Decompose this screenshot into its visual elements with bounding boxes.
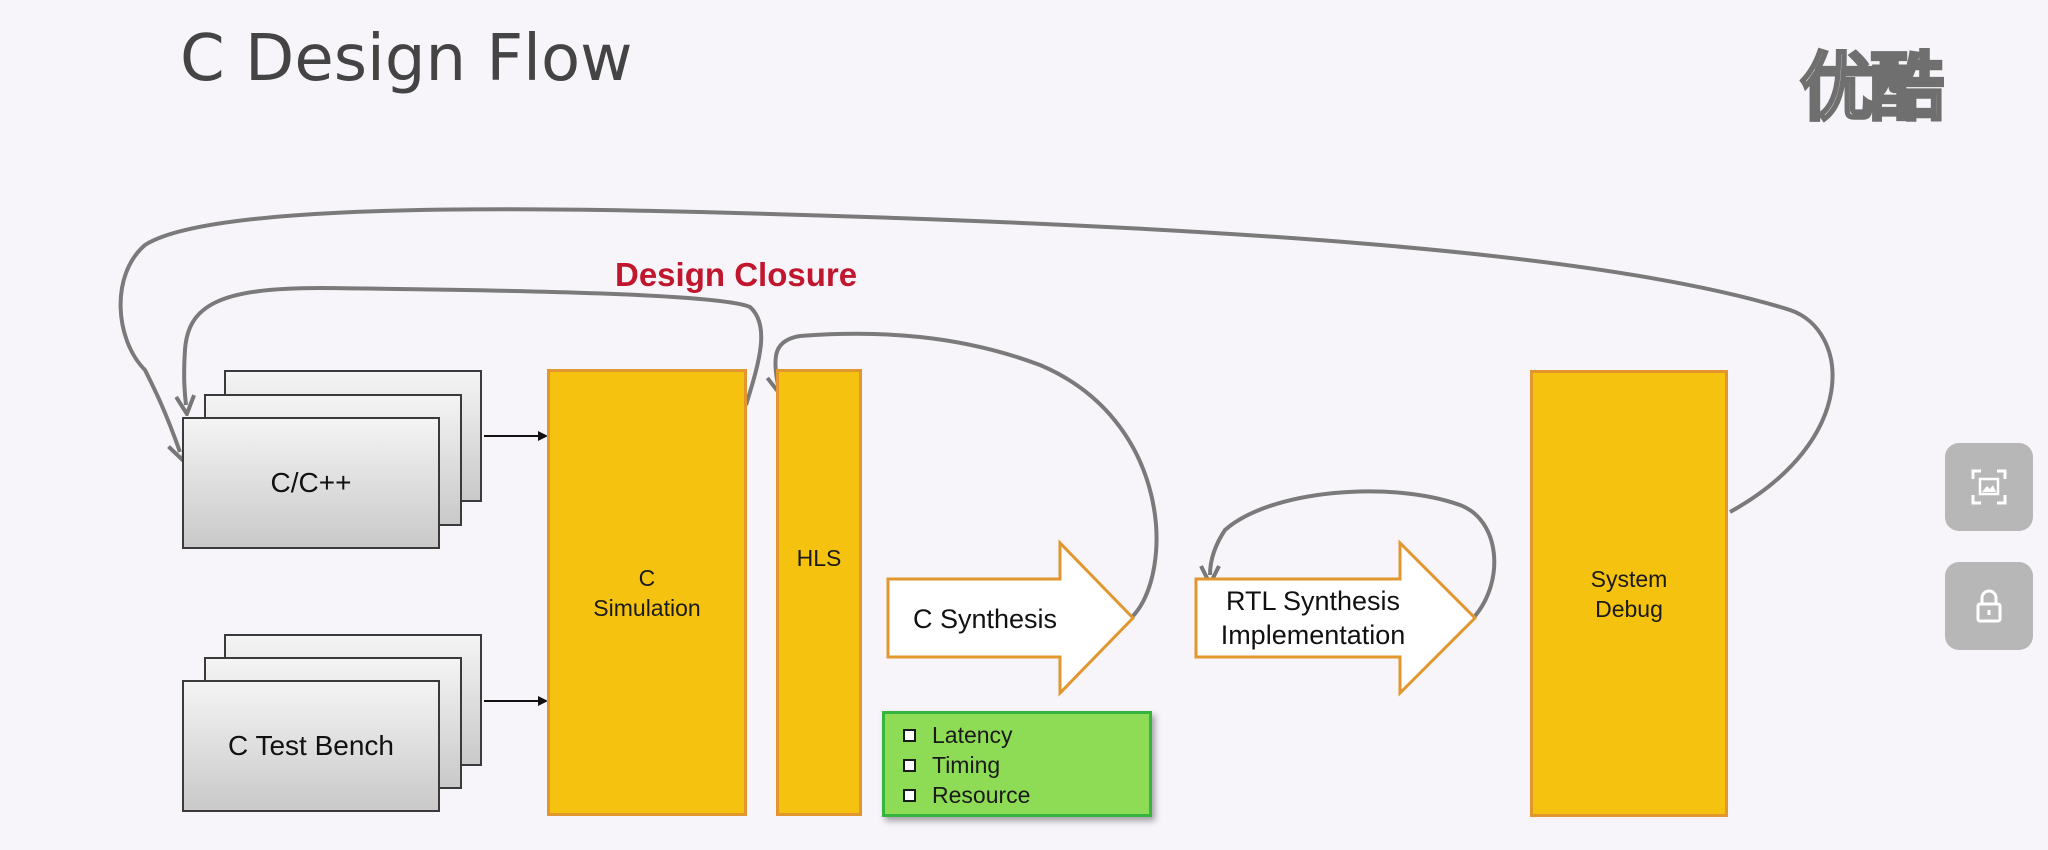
test-bench-label: C Test Bench: [227, 730, 395, 761]
slide-title: C Design Flow: [180, 22, 633, 96]
screenshot-icon: [1971, 469, 2007, 505]
system-debug-label: System Debug: [1590, 565, 1668, 622]
outer-loop-curve: [118, 207, 1835, 514]
rtl-synthesis-label: RTL Synthesis Implementation: [1220, 586, 1406, 650]
c-synthesis-label: C Synthesis: [912, 604, 1058, 634]
metric-label: Timing: [932, 751, 1001, 778]
c-synthesis-arrow: [886, 539, 1136, 697]
metric-item: Timing: [903, 750, 1149, 780]
cpp-source-label: C/C++: [270, 467, 352, 498]
c-simulation-block: C Simulation: [547, 369, 747, 816]
test-bench-card: C Test Bench: [182, 680, 440, 812]
design-closure-label: Design Closure: [615, 256, 858, 293]
lock-icon: [1976, 589, 2002, 623]
lock-button[interactable]: [1945, 562, 2033, 650]
checkbox-bullet-icon: [903, 728, 916, 742]
video-watermark-logo: 优酷: [1799, 44, 1946, 133]
synthesis-loop-curve: [775, 331, 1159, 618]
closure-loop-curve: [184, 285, 764, 405]
metric-item: Resource: [903, 780, 1149, 810]
hls-block: HLS: [776, 369, 862, 816]
rtl-synthesis-arrow: [1194, 539, 1478, 697]
metric-label: Latency: [932, 721, 1013, 748]
metric-label: Resource: [932, 781, 1031, 808]
screenshot-button[interactable]: [1945, 443, 2033, 531]
c-simulation-label: C Simulation: [593, 564, 701, 621]
metric-item: Latency: [903, 720, 1149, 750]
checkbox-bullet-icon: [903, 788, 916, 802]
system-debug-block: System Debug: [1530, 370, 1728, 817]
hls-metrics-box: Latency Timing Resource: [882, 711, 1152, 817]
cpp-source-card: C/C++: [182, 417, 440, 549]
hls-label: HLS: [796, 544, 842, 571]
rtl-loop-curve: [1210, 489, 1497, 618]
checkbox-bullet-icon: [903, 758, 916, 772]
